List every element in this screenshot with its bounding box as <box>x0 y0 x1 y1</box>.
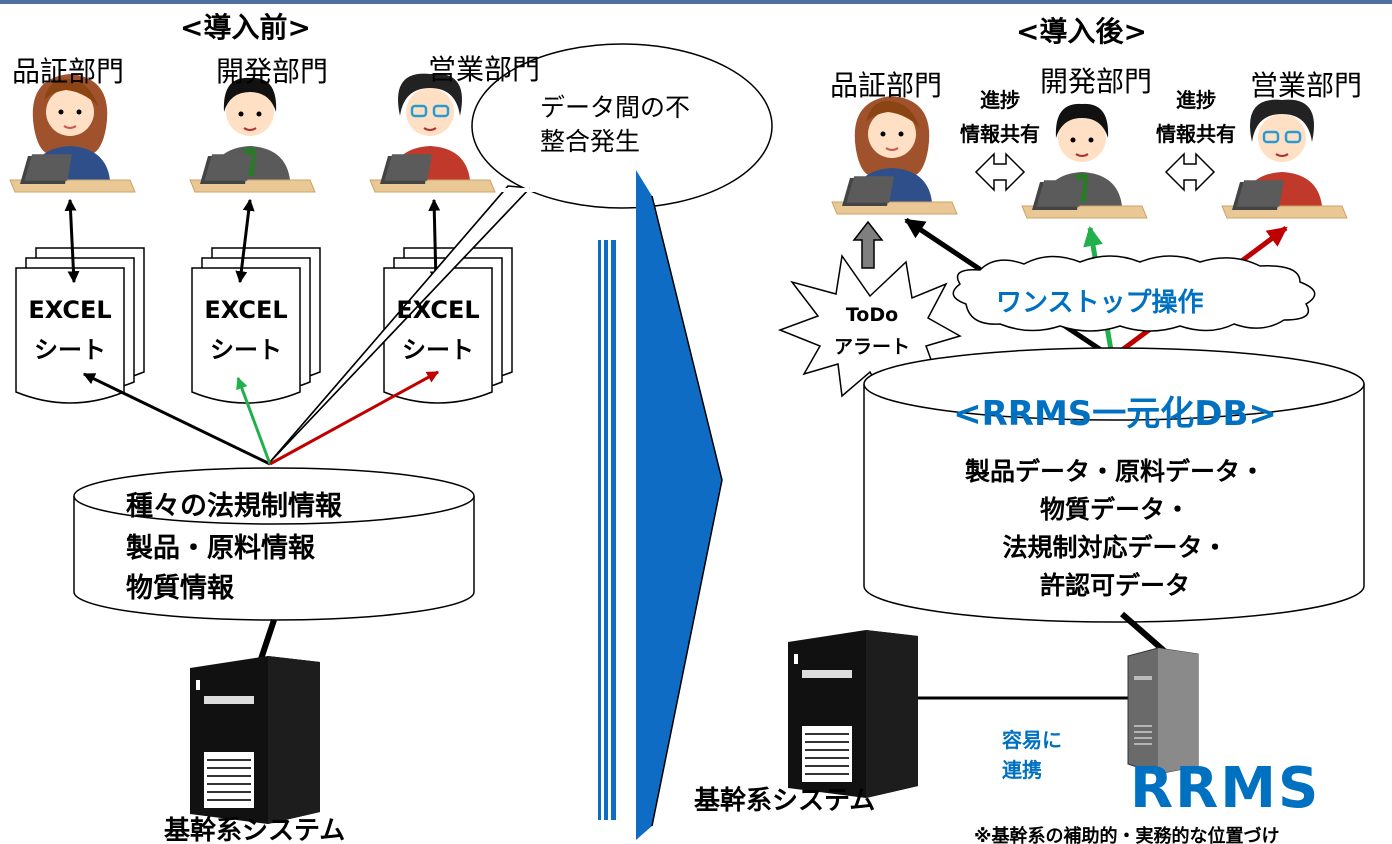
todo-label-1: ToDo <box>845 304 899 326</box>
dept-label-qa-after: 品証部門 <box>830 69 943 102</box>
rrms-db-line-3: 法規制対応データ・ <box>1002 533 1228 562</box>
after-heading: <導入後> <box>1016 15 1147 48</box>
sheet-title-1: EXCEL <box>28 296 112 324</box>
sheet-subtitle-1: シート <box>34 336 106 364</box>
legacy-db-line-3: 物質情報 <box>126 573 234 604</box>
rrms-server-icon <box>1127 647 1199 775</box>
share-label-2a: 進捗 <box>1176 88 1216 112</box>
transition-arrow <box>598 170 723 840</box>
dept-label-sales: 営業部門 <box>428 53 541 86</box>
callout-line-2: 整合発生 <box>540 127 641 156</box>
legacy-db-line-2: 製品・原料情報 <box>126 533 315 564</box>
rrms-db-title: <RRMS一元化DB> <box>953 394 1277 434</box>
legacy-server-label: 基幹系システム <box>164 816 346 844</box>
legacy-db-line-1: 種々の法規制情報 <box>126 491 342 522</box>
person-glasses-icon <box>1221 99 1348 219</box>
person-male-icon <box>189 77 316 193</box>
todo-label-2: アラート <box>833 336 910 358</box>
before-heading: <導入前> <box>180 11 311 44</box>
person-female-icon <box>9 74 136 193</box>
dept-label-dev-after: 開発部門 <box>1040 65 1153 98</box>
share-label-1b: 情報共有 <box>960 122 1040 146</box>
double-arrow-icon <box>1164 152 1216 192</box>
sheet-title-2: EXCEL <box>204 296 288 324</box>
double-arrow-icon <box>974 152 1026 192</box>
dept-label-qa: 品証部門 <box>12 55 125 88</box>
cloud-label: ワンストップ操作 <box>996 288 1204 318</box>
excel-sheet-stack-2 <box>191 247 321 404</box>
excel-sheet-stack-1 <box>15 247 145 404</box>
link-label-2: 連携 <box>1002 758 1042 782</box>
db-arrows-left <box>82 370 440 466</box>
up-arrow-icon <box>852 220 884 269</box>
share-label-1a: 進捗 <box>980 88 1020 112</box>
core-server-label: 基幹系システム <box>694 786 876 816</box>
server-icon <box>189 655 321 825</box>
person-glasses-icon <box>369 73 496 193</box>
rrms-db-line-2: 物質データ・ <box>1039 495 1190 524</box>
share-label-2b: 情報共有 <box>1156 122 1236 146</box>
rrms-database-cylinder <box>863 347 1365 623</box>
rrms-logo: RRMS <box>1130 756 1321 821</box>
callout-line-1: データ間の不 <box>540 93 691 122</box>
one-stop-cloud <box>952 255 1316 332</box>
sheet-subtitle-2: シート <box>210 336 282 364</box>
sheet-subtitle-3: シート <box>402 336 474 364</box>
dept-label-sales-after: 営業部門 <box>1250 69 1363 102</box>
sheet-title-3: EXCEL <box>396 296 480 324</box>
inconsistency-callout <box>269 43 773 463</box>
link-label-1: 容易に <box>1002 728 1062 752</box>
rrms-db-line-1: 製品データ・原料データ・ <box>964 457 1265 486</box>
person-female-icon <box>831 96 958 215</box>
footnote: ※基幹系の補助的・実務的な位置づけ <box>974 826 1280 844</box>
person-male-icon <box>1021 103 1148 219</box>
sync-arrows-left <box>64 198 442 284</box>
dept-label-dev: 開発部門 <box>216 55 329 88</box>
server-icon <box>787 629 919 799</box>
rrms-db-line-4: 許認可データ <box>1039 571 1190 600</box>
legacy-database-cylinder <box>73 467 475 621</box>
